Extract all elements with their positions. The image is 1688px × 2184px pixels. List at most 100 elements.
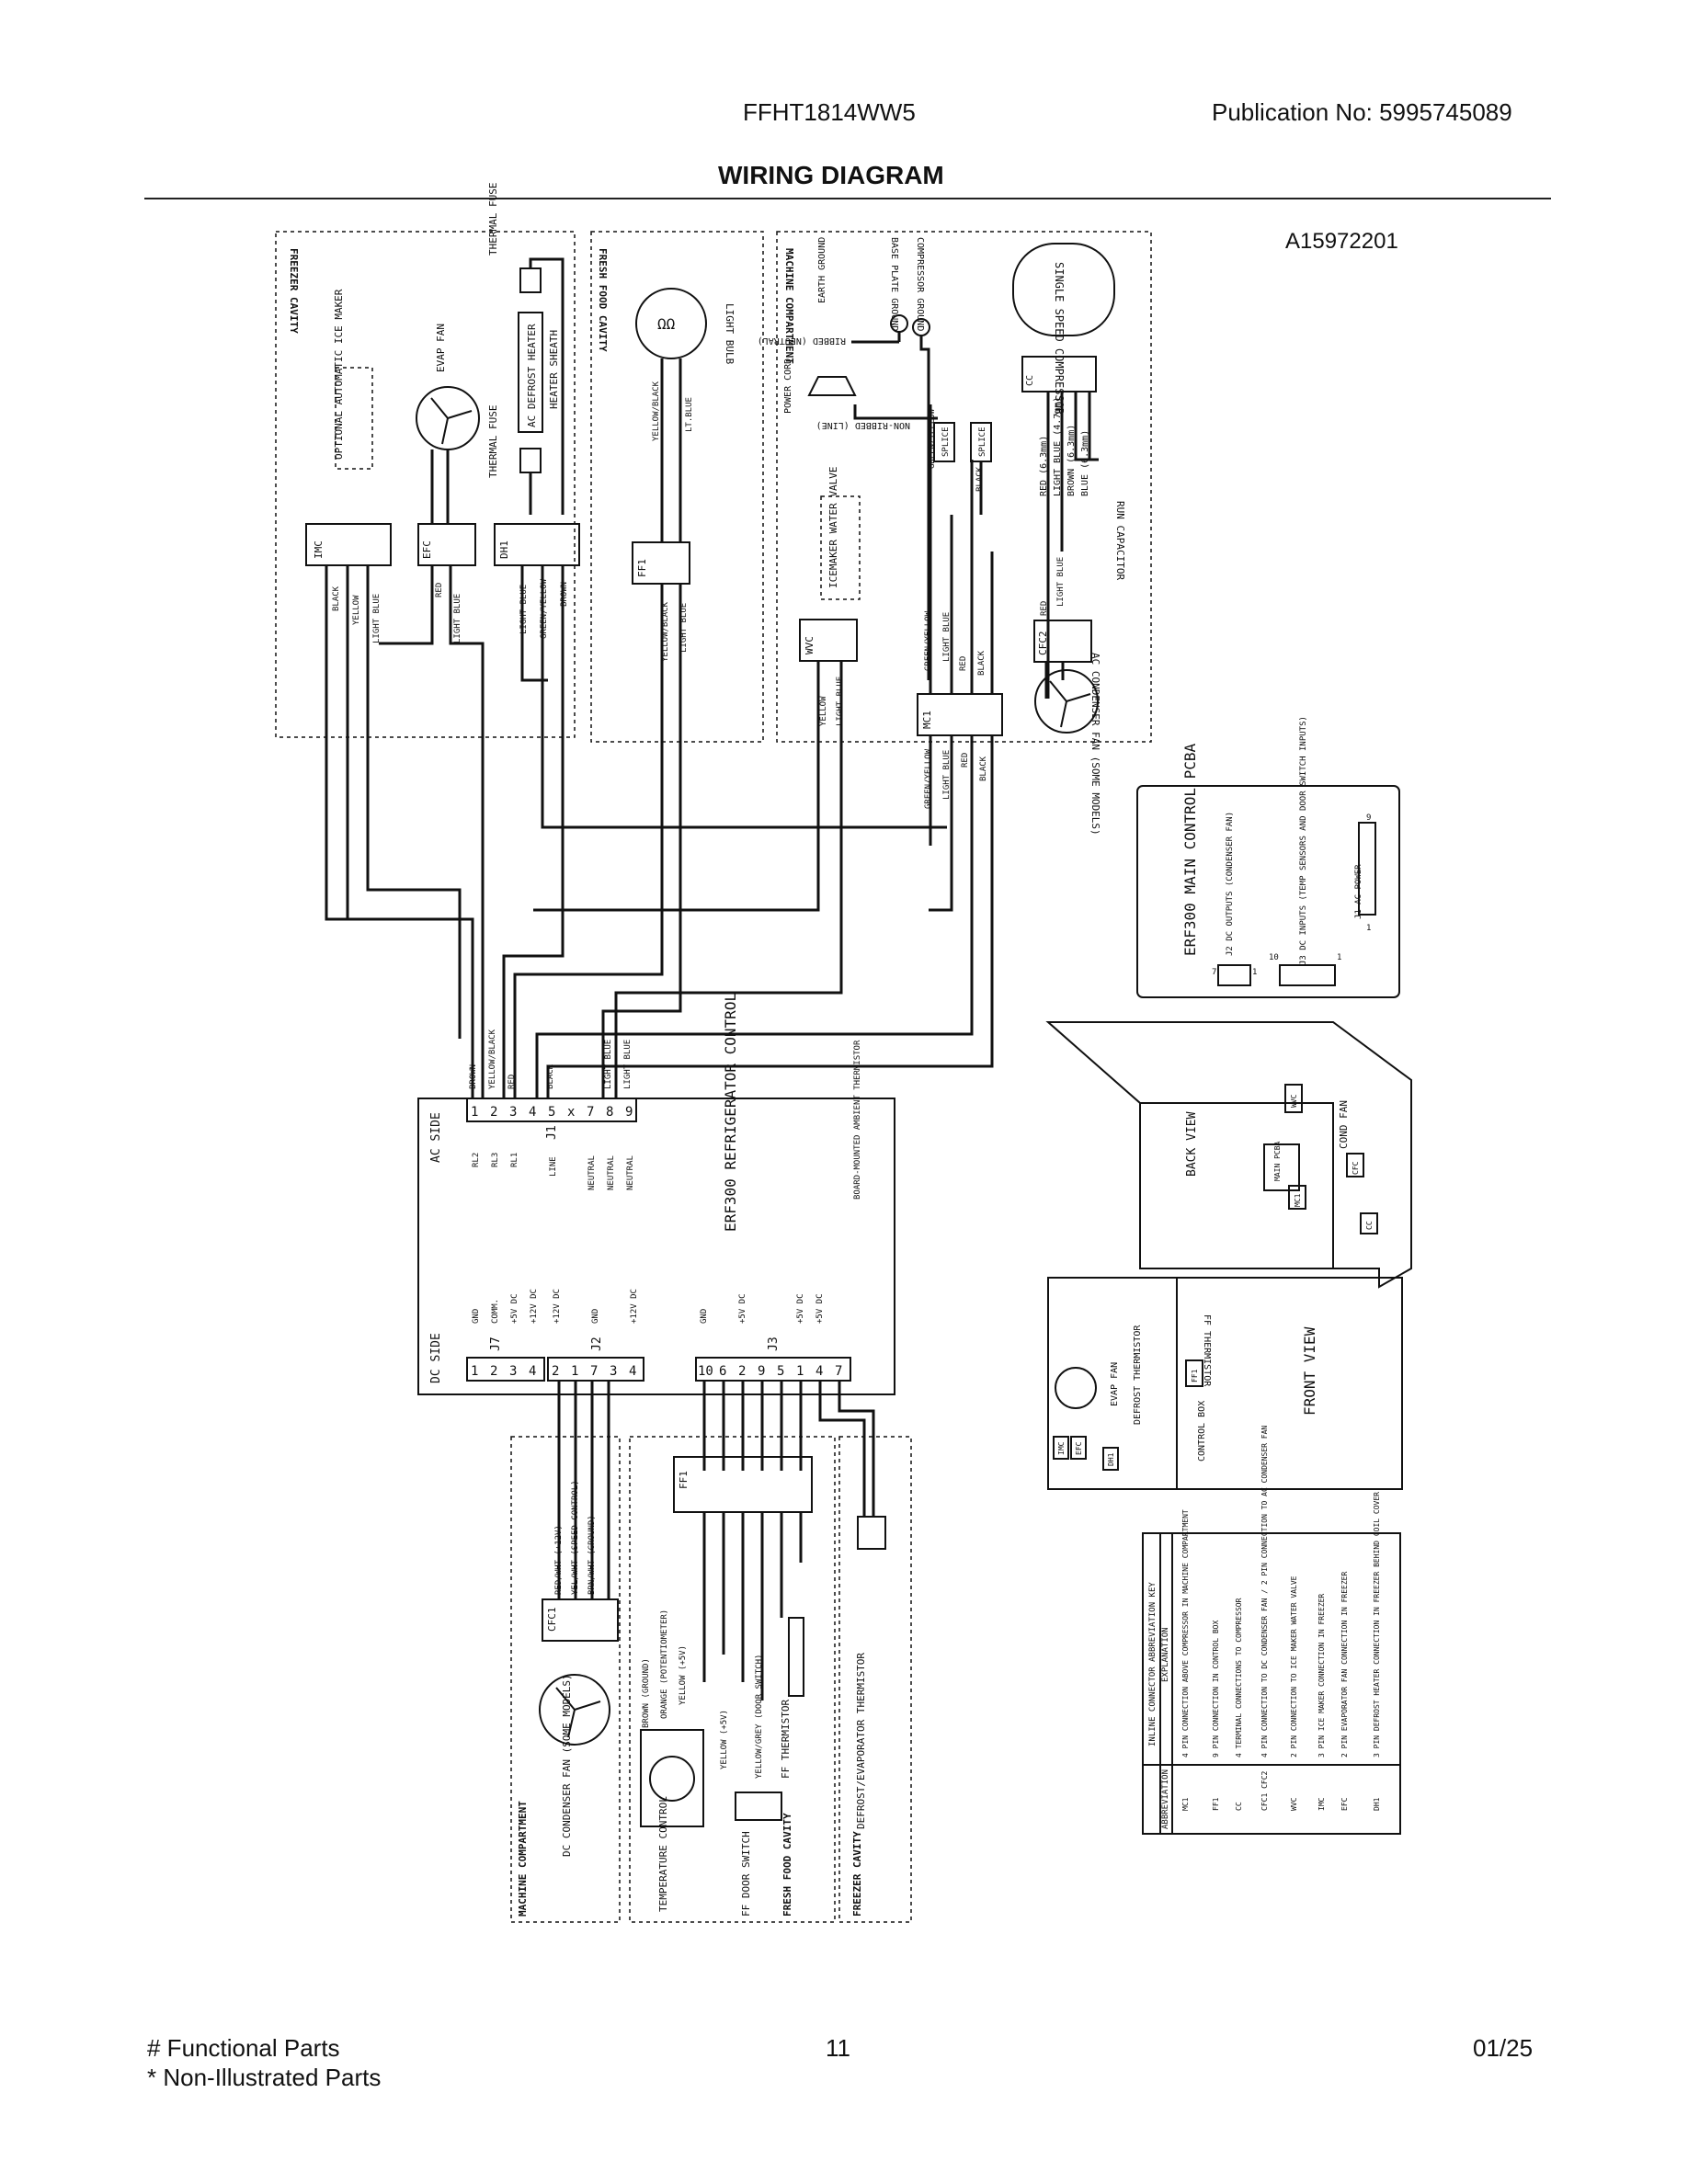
key-abbr-ff1: FF1 bbox=[1212, 1797, 1220, 1811]
j3-label: J3 bbox=[767, 1337, 781, 1351]
back-view-pcba bbox=[1263, 1143, 1300, 1191]
j1-sig-neutral-3: NEUTRAL bbox=[626, 1155, 635, 1190]
pcba-pin-1b: 1 bbox=[1337, 953, 1341, 962]
pcba-j1-header bbox=[1358, 822, 1376, 916]
j1-wire-lightblue-1: LIGHT BLUE bbox=[604, 1040, 613, 1089]
temp-control-label: TEMPERATURE CONTROL bbox=[657, 1796, 669, 1912]
ribbed-label: RIBBED (NEUTRAL) bbox=[758, 336, 846, 346]
j1-wire-brown: BROWN bbox=[469, 1064, 478, 1089]
ac-condenser-fan-blades bbox=[1049, 680, 1091, 728]
ground-wires bbox=[851, 332, 930, 680]
imc-wire-black: BLACK bbox=[332, 586, 341, 611]
zone-label-freezer-bottom: FREEZER CAVITY bbox=[851, 1831, 863, 1917]
dh1-wire-green: GREEN/YELLOW bbox=[540, 578, 549, 639]
ff1-wire-orange: ORANGE (POTENTIOMETER) bbox=[660, 1610, 669, 1719]
zone-label-freezer-top: FREEZER CAVITY bbox=[288, 248, 300, 334]
page-title: WIRING DIAGRAM bbox=[718, 161, 944, 189]
key-text-mc1: 4 PIN CONNECTION ABOVE COMPRESSOR IN MAC… bbox=[1181, 1509, 1190, 1757]
ambient-thermistor-label: BOARD-MOUNTED AMBIENT THERMISTOR bbox=[853, 1040, 862, 1200]
cfc1-wire-brnwht: BRN/WHT (GROUND) bbox=[587, 1515, 597, 1595]
temp-control-knob-icon bbox=[649, 1756, 695, 1802]
pcba-pin-1c: 1 bbox=[1366, 924, 1371, 933]
dc-condenser-fan-blades bbox=[555, 1687, 601, 1738]
front-view-imc bbox=[1053, 1436, 1069, 1460]
j2-connector bbox=[547, 1357, 644, 1382]
j2-sig-12v-b: +12V DC bbox=[630, 1289, 639, 1324]
heater-loop-wire bbox=[529, 257, 565, 515]
splice-2-label: SPLICE bbox=[978, 427, 987, 457]
key-table bbox=[1142, 1532, 1401, 1835]
pcba-j2: J2 DC OUTPUTS (CONDENSER FAN) bbox=[1226, 812, 1235, 956]
ac-condenser-fan-label: AC CONDENSER FAN (SOME MODELS) bbox=[1089, 653, 1101, 836]
j2-sig-gnd: GND bbox=[591, 1309, 600, 1324]
compressor-wire-red: RED (6.3mm) bbox=[1039, 436, 1049, 496]
j3-pin-6: 6 bbox=[719, 1364, 726, 1379]
door-switch-icon bbox=[735, 1792, 782, 1821]
j3-pin-2: 2 bbox=[738, 1364, 746, 1379]
dc-side-label: DC SIDE bbox=[429, 1333, 443, 1383]
upper-wire-labels: BLACK YELLOW LIGHT BLUE RED LIGHT BLUE L… bbox=[332, 381, 1066, 809]
j1-label: J1 bbox=[545, 1125, 559, 1140]
efc-wire-red: RED bbox=[435, 583, 444, 597]
front-view-imc-label: IMC bbox=[1057, 1441, 1066, 1455]
dc-condenser-fan-label: DC CONDENSER FAN (SOME MODELS) bbox=[561, 1674, 573, 1857]
ac-side-label: AC SIDE bbox=[429, 1112, 443, 1163]
j7-sig-5v: +5V DC bbox=[510, 1293, 519, 1324]
j2-label: J2 bbox=[590, 1337, 604, 1351]
mc1-wire-red: RED bbox=[959, 656, 968, 671]
cfc1-label: CFC1 bbox=[546, 1608, 558, 1632]
control-board bbox=[417, 1098, 895, 1395]
zone-label-machine-top: MACHINE COMPARTMENT bbox=[783, 248, 795, 364]
efc-label: EFC bbox=[421, 540, 433, 559]
cfc1-connector bbox=[542, 1598, 619, 1642]
compressor-label: SINGLE SPEED COMPRESSOR bbox=[1053, 262, 1066, 415]
power-plug-icon bbox=[807, 376, 857, 396]
j1-pin-x: x bbox=[567, 1105, 575, 1120]
publication-number: Publication No: 5995745089 bbox=[1212, 98, 1512, 126]
evap-fan-leads bbox=[430, 449, 450, 524]
j7-connector bbox=[466, 1357, 545, 1382]
machine-compartment-zone-top bbox=[776, 231, 1152, 743]
footer-non-illustrated: * Non-Illustrated Parts bbox=[147, 2064, 382, 2091]
power-cord-label: POWER CORD bbox=[783, 358, 793, 414]
ff-thermistor-label: FF THERMISTOR bbox=[780, 1700, 792, 1779]
imc-label: IMC bbox=[313, 540, 325, 559]
j1-pin-8: 8 bbox=[606, 1105, 613, 1120]
pcba-j3-header bbox=[1279, 964, 1336, 986]
compressor-wire-blue: BLUE (6.3mm) bbox=[1080, 430, 1090, 496]
front-view-cabinet bbox=[1047, 1277, 1403, 1490]
j2-sig-12v-a: +12V DC bbox=[553, 1289, 562, 1324]
j2-pin-3: 3 bbox=[610, 1364, 617, 1379]
mc1-wire-green: GREEN/YELLOW bbox=[924, 610, 933, 671]
upper-connector-blocks: IMC EFC DH1 FF1 WVC MC1 CFC2 bbox=[305, 523, 1092, 736]
j7-label: J7 bbox=[489, 1337, 503, 1351]
cfc1-wire-redwht: RED/WHT (+12V) bbox=[554, 1525, 564, 1595]
mc1-wire-black-low: BLACK bbox=[979, 756, 988, 781]
cfc2-wire-lightblue: LIGHT BLUE bbox=[1056, 557, 1066, 607]
j7-pin-3: 3 bbox=[509, 1364, 517, 1379]
cfc2-wire-red: RED bbox=[1040, 601, 1049, 616]
j7-pin-2: 2 bbox=[490, 1364, 497, 1379]
splice-1 bbox=[933, 422, 955, 462]
j1-sig-neutral-1: NEUTRAL bbox=[587, 1155, 597, 1190]
front-view: FRONT VIEW EVAP FAN DEFROST THERMISTOR F… bbox=[1047, 1277, 1403, 1490]
compressor-ground-label: COMPRESSOR GROUND bbox=[915, 237, 925, 331]
j7-pin-4: 4 bbox=[529, 1364, 536, 1379]
key-col-expl: EXPLANATION bbox=[1161, 1627, 1170, 1682]
cfc2-label: CFC2 bbox=[1037, 631, 1049, 656]
back-view-cc bbox=[1360, 1212, 1378, 1234]
evap-fan-label: EVAP FAN bbox=[435, 324, 447, 372]
zone-label-fresh-bottom: FRESH FOOD CAVITY bbox=[781, 1813, 793, 1917]
j1-pin-9: 9 bbox=[625, 1105, 633, 1120]
icemaker-valve-box bbox=[820, 495, 861, 600]
mc1-connector bbox=[917, 693, 1003, 736]
j3-pin-10: 10 bbox=[698, 1364, 713, 1379]
heater-sheath-label: HEATER SHEATH bbox=[548, 330, 560, 409]
thermal-fuse-label-top: THERMAL FUSE bbox=[487, 183, 499, 256]
thermal-fuse-top bbox=[519, 267, 542, 293]
j1-pin-1: 1 bbox=[471, 1105, 478, 1120]
pcba-pin-9: 9 bbox=[1366, 813, 1371, 823]
compressor-wire-lightblue: LIGHT BLUE (4.7mm) bbox=[1053, 397, 1063, 496]
dh1-label: DH1 bbox=[498, 540, 510, 559]
j1-wire-black: BLACK bbox=[546, 1064, 555, 1089]
